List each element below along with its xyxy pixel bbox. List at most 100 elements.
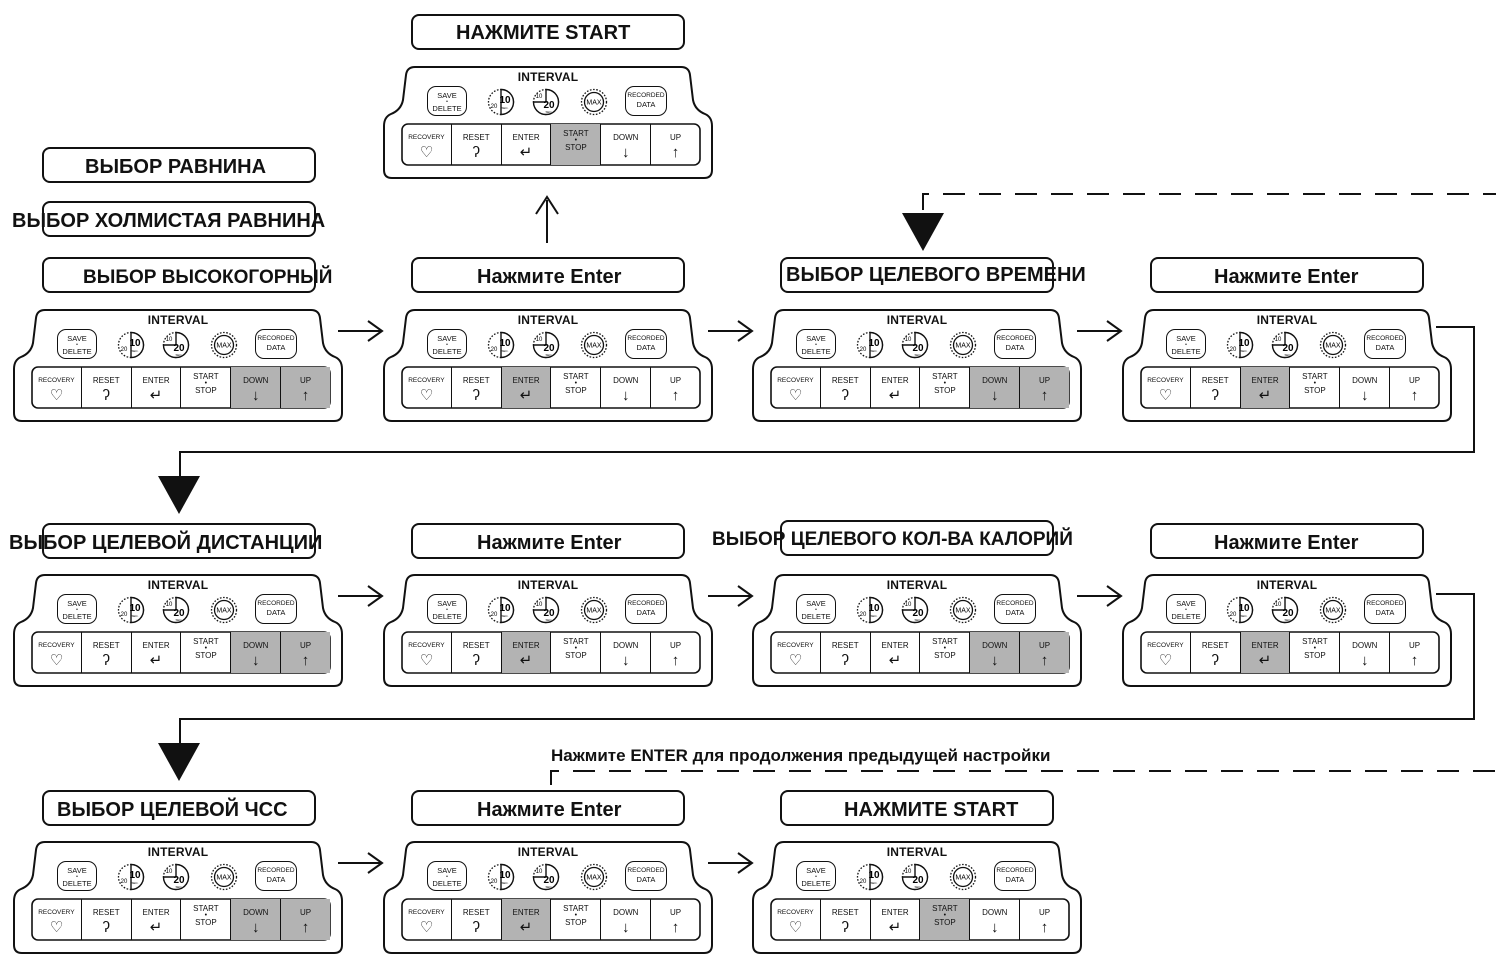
recovery-key[interactable]: RECOVERY ♡ <box>402 367 452 408</box>
save-delete-button[interactable]: SAVE • DELETE <box>57 861 97 891</box>
save-delete-button[interactable]: SAVE • DELETE <box>1166 594 1206 624</box>
reset-key[interactable]: RESET ʔ <box>821 899 871 940</box>
save-delete-button[interactable]: SAVE • DELETE <box>57 329 97 359</box>
max-dial-icon[interactable]: MAX <box>210 863 238 891</box>
down-key[interactable]: DOWN ↓ <box>601 124 652 165</box>
start-stop-key[interactable]: START • STOP <box>551 367 602 408</box>
down-key[interactable]: DOWN ↓ <box>601 632 652 673</box>
down-key[interactable]: DOWN ↓ <box>601 899 652 940</box>
up-key[interactable]: UP ↑ <box>1020 632 1069 673</box>
start-stop-key[interactable]: START • STOP <box>181 367 232 408</box>
start-stop-key[interactable]: START • STOP <box>551 124 602 165</box>
max-dial-icon[interactable]: MAX <box>580 88 608 116</box>
reset-key[interactable]: RESET ʔ <box>1191 632 1241 673</box>
reset-key[interactable]: RESET ʔ <box>82 367 132 408</box>
save-delete-button[interactable]: SAVE • DELETE <box>796 594 836 624</box>
save-delete-button[interactable]: SAVE • DELETE <box>57 594 97 624</box>
reset-key[interactable]: RESET ʔ <box>452 632 502 673</box>
up-key[interactable]: UP ↑ <box>651 124 700 165</box>
recorded-data-button[interactable]: RECORDED DATA <box>625 594 667 624</box>
down-key[interactable]: DOWN ↓ <box>970 632 1021 673</box>
max-dial-icon[interactable]: MAX <box>1319 331 1347 359</box>
enter-key[interactable]: ENTER ↵ <box>502 124 552 165</box>
enter-key[interactable]: ENTER ↵ <box>501 632 552 673</box>
reset-key[interactable]: RESET ʔ <box>821 367 871 408</box>
enter-key[interactable]: ENTER ↵ <box>501 899 552 940</box>
recovery-key[interactable]: RECOVERY ♡ <box>771 632 821 673</box>
recorded-data-button[interactable]: RECORDED DATA <box>994 329 1036 359</box>
recovery-key[interactable]: RECOVERY ♡ <box>402 899 452 940</box>
recorded-data-button[interactable]: RECORDED DATA <box>1364 329 1406 359</box>
down-key[interactable]: DOWN ↓ <box>231 367 282 408</box>
down-key[interactable]: DOWN ↓ <box>231 632 282 673</box>
enter-key[interactable]: ENTER ↵ <box>1240 367 1291 408</box>
enter-key[interactable]: ENTER ↵ <box>132 367 182 408</box>
up-key[interactable]: UP ↑ <box>651 632 700 673</box>
up-key[interactable]: UP ↑ <box>1020 367 1069 408</box>
reset-key[interactable]: RESET ʔ <box>452 899 502 940</box>
recorded-data-button[interactable]: RECORDED DATA <box>625 86 667 116</box>
down-key[interactable]: DOWN ↓ <box>601 367 652 408</box>
max-dial-icon[interactable]: MAX <box>580 596 608 624</box>
start-stop-key[interactable]: START • STOP <box>1290 632 1341 673</box>
start-stop-key[interactable]: START • STOP <box>920 899 971 940</box>
up-key[interactable]: UP ↑ <box>281 899 330 940</box>
reset-key[interactable]: RESET ʔ <box>452 367 502 408</box>
recorded-data-button[interactable]: RECORDED DATA <box>994 861 1036 891</box>
save-delete-button[interactable]: SAVE • DELETE <box>427 86 467 116</box>
enter-key[interactable]: ENTER ↵ <box>132 899 182 940</box>
enter-key[interactable]: ENTER ↵ <box>871 632 921 673</box>
up-key[interactable]: UP ↑ <box>1390 367 1439 408</box>
save-delete-button[interactable]: SAVE • DELETE <box>796 329 836 359</box>
recorded-data-button[interactable]: RECORDED DATA <box>625 329 667 359</box>
enter-key[interactable]: ENTER ↵ <box>1240 632 1291 673</box>
recovery-key[interactable]: RECOVERY ♡ <box>402 632 452 673</box>
reset-key[interactable]: RESET ʔ <box>82 632 132 673</box>
max-dial-icon[interactable]: MAX <box>949 331 977 359</box>
save-delete-button[interactable]: SAVE • DELETE <box>796 861 836 891</box>
down-key[interactable]: DOWN ↓ <box>1340 367 1391 408</box>
recovery-key[interactable]: RECOVERY ♡ <box>32 632 82 673</box>
up-key[interactable]: UP ↑ <box>651 367 700 408</box>
up-key[interactable]: UP ↑ <box>281 632 330 673</box>
recorded-data-button[interactable]: RECORDED DATA <box>1364 594 1406 624</box>
down-key[interactable]: DOWN ↓ <box>970 367 1021 408</box>
recovery-key[interactable]: RECOVERY ♡ <box>32 899 82 940</box>
down-key[interactable]: DOWN ↓ <box>970 899 1021 940</box>
up-key[interactable]: UP ↑ <box>1020 899 1069 940</box>
start-stop-key[interactable]: START • STOP <box>920 632 971 673</box>
max-dial-icon[interactable]: MAX <box>210 331 238 359</box>
save-delete-button[interactable]: SAVE • DELETE <box>427 861 467 891</box>
max-dial-icon[interactable]: MAX <box>949 863 977 891</box>
recovery-key[interactable]: RECOVERY ♡ <box>771 367 821 408</box>
enter-key[interactable]: ENTER ↵ <box>501 367 552 408</box>
reset-key[interactable]: RESET ʔ <box>452 124 502 165</box>
enter-key[interactable]: ENTER ↵ <box>871 899 921 940</box>
start-stop-key[interactable]: START • STOP <box>551 632 602 673</box>
up-key[interactable]: UP ↑ <box>651 899 700 940</box>
recovery-key[interactable]: RECOVERY ♡ <box>771 899 821 940</box>
